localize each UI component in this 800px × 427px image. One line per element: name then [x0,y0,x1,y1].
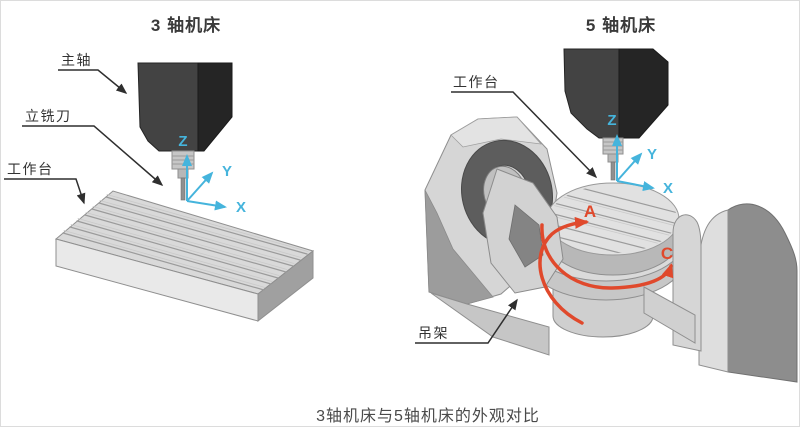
right-support-dark-face [727,203,798,383]
axis5-y-label: Y [647,146,657,163]
leader-end-mill: 立铣刀 [22,108,164,186]
worktable-3axis [54,190,315,323]
axis-z-label: Z [178,133,187,150]
rotation-arrows: A C [538,202,674,325]
end-mill-tool-5axis [610,161,616,181]
spindle5-side-face [618,48,669,139]
leader-worktable-left: 工作台 [4,161,86,205]
spindle-head-5axis [563,48,669,139]
left-support-top-face [450,116,543,148]
label-worktable-right: 工作台 [453,74,500,90]
leader-hanger-line [415,298,518,344]
spindle-side-face [197,62,233,152]
left-panel-title: 3 轴机床 [150,16,222,35]
axis5-x-label: X [663,180,673,197]
axis-x-arrow [186,200,227,211]
end-mill-tool [180,177,186,201]
axis5-x-arrow [616,180,655,191]
axis-x-label: X [236,199,246,216]
cradle-arm [430,292,550,356]
c-rotation-arrow [540,223,674,290]
axis-triad-5axis: Z Y X [607,112,673,197]
tool-holder-5axis [602,137,624,181]
right-support-arm [643,286,696,344]
trunnion-yoke [482,168,564,294]
leader-worktable-right-line [451,91,598,179]
trunnion-right-support [643,203,798,383]
tool-holder-3axis [171,150,195,201]
right-panel-title: 5 轴机床 [585,16,657,35]
worktable-grooves [62,194,309,291]
c-axis-label: C [661,244,673,263]
left-support-shaded-face [424,189,494,305]
label-spindle: 主轴 [61,52,92,68]
rotary-table [526,182,686,301]
leader-worktable-left-line [4,178,86,205]
leader-end-mill-line [22,125,164,186]
figure-caption: 3轴机床与5轴机床的外观对比 [316,408,540,425]
a-axis-label: A [584,202,596,221]
three-axis-machine-illustration: Z Y X 主轴 立铣刀 工作台 [4,52,315,323]
label-end-mill: 立铣刀 [25,108,72,124]
label-hanger: 吊架 [418,325,449,341]
axis-y-label: Y [222,163,232,180]
leader-spindle: 主轴 [58,52,128,94]
spindle-front-face [137,62,199,152]
leader-hanger: 吊架 [415,298,518,344]
right-support-light-face [698,209,729,373]
worktable-side-face [257,249,314,323]
leader-spindle-line [58,69,128,94]
yoke-slot [508,204,544,268]
leader-worktable-right: 工作台 [451,74,598,179]
a-rotation-arrow [538,216,589,325]
axis-y-arrow [186,171,214,202]
label-worktable-left: 工作台 [7,161,54,177]
spindle-head-3axis [137,62,233,152]
axis5-y-arrow [616,152,643,182]
axis5-z-label: Z [607,112,616,129]
five-axis-machine-illustration: Z Y X A C 工作台 吊架 [415,48,798,383]
axis-triad-3axis: Z Y X [178,133,246,216]
